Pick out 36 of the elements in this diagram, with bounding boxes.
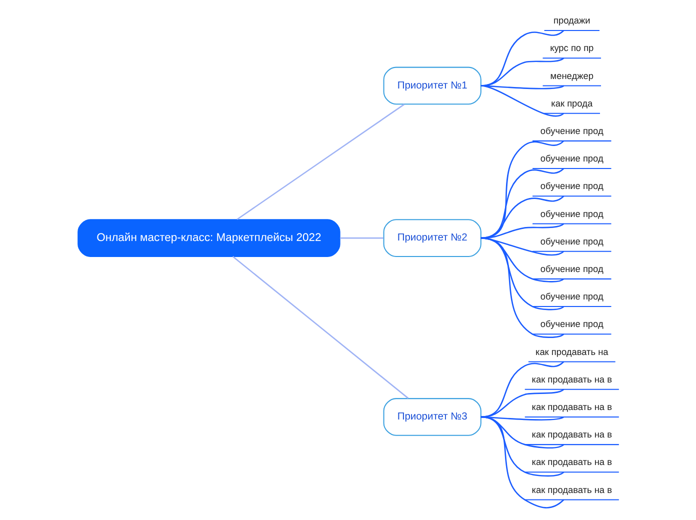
node-text: обучение прод — [540, 208, 603, 219]
connector — [480, 140, 564, 239]
connector — [480, 85, 564, 90]
node-box: Онлайн мастер-класс: Маркетплейсы 2022 — [77, 219, 340, 257]
node-text: обучение прод — [540, 292, 603, 302]
node-text: как продавать на в — [531, 430, 612, 440]
node-text: курс по пр — [550, 43, 594, 54]
connector — [480, 85, 564, 117]
connector — [480, 361, 564, 418]
node-text: как продавать на в — [531, 457, 612, 468]
node-box: Приоритет №3 — [382, 398, 481, 436]
node-box: Приоритет №2 — [382, 219, 481, 257]
node-text: как продавать на в — [531, 402, 612, 412]
connector — [480, 196, 564, 239]
node-text: как прода — [550, 98, 592, 108]
node-text: обучение прод — [540, 319, 603, 330]
connector — [480, 416, 564, 449]
node-text: продажи — [553, 16, 590, 26]
connector — [480, 388, 564, 418]
node-box: Приоритет №1 — [382, 66, 481, 105]
node-text: обучение прод — [540, 236, 603, 246]
connector — [340, 237, 383, 239]
connector — [480, 416, 564, 508]
node-text: обучение прод — [540, 264, 603, 274]
node-text: как продавать на в — [531, 484, 612, 495]
connector — [480, 168, 564, 239]
connector — [236, 104, 404, 220]
node-text: как продавать на в — [531, 374, 612, 384]
connector — [232, 256, 408, 399]
node-text: обучение прод — [540, 154, 603, 164]
node-text: обучение прод — [540, 181, 603, 192]
node-text: обучение прод — [540, 126, 603, 136]
connector — [480, 237, 564, 338]
connector — [480, 416, 564, 477]
node-text: менеджер — [550, 70, 593, 81]
node-text: как продавать на — [534, 346, 608, 357]
